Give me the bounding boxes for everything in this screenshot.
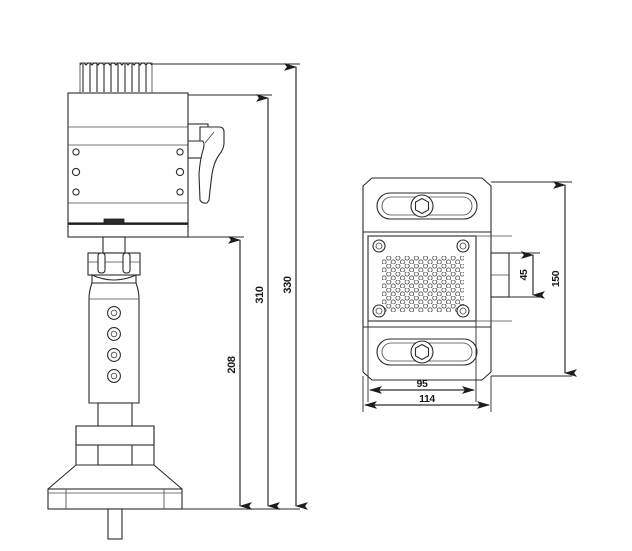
- front-view-dimension-set: 208 310 330: [152, 63, 308, 510]
- clamping-lever: [187, 123, 225, 204]
- slot-hole-lower: [376, 338, 478, 366]
- body-bottom-plate: [67, 218, 189, 238]
- stem-body: [88, 282, 140, 404]
- base-flange: [47, 464, 183, 540]
- front-elevation-view: [47, 62, 225, 540]
- mounting-bracket: [75, 402, 155, 466]
- dim-label-45: 45: [518, 269, 530, 280]
- perforated-mesh-panel: [367, 235, 477, 322]
- dim-label-95: 95: [417, 378, 428, 390]
- side-view-dimension-set: 45 150 95 114: [362, 181, 577, 412]
- dim-label-330: 330: [282, 276, 294, 293]
- dim-label-310: 310: [254, 286, 266, 303]
- cooling-fins-group: [79, 62, 153, 94]
- side-plate-view: [362, 177, 512, 381]
- slot-hole-upper: [376, 192, 478, 220]
- dim-label-208: 208: [226, 356, 238, 373]
- dim-label-150: 150: [550, 270, 562, 287]
- dim-label-114: 114: [419, 393, 435, 405]
- stem-upper-collar: [87, 236, 141, 284]
- hex-socket-lower: [414, 343, 430, 361]
- main-housing-body: [67, 92, 189, 224]
- hex-socket-upper: [414, 197, 430, 215]
- side-boss: [490, 252, 510, 298]
